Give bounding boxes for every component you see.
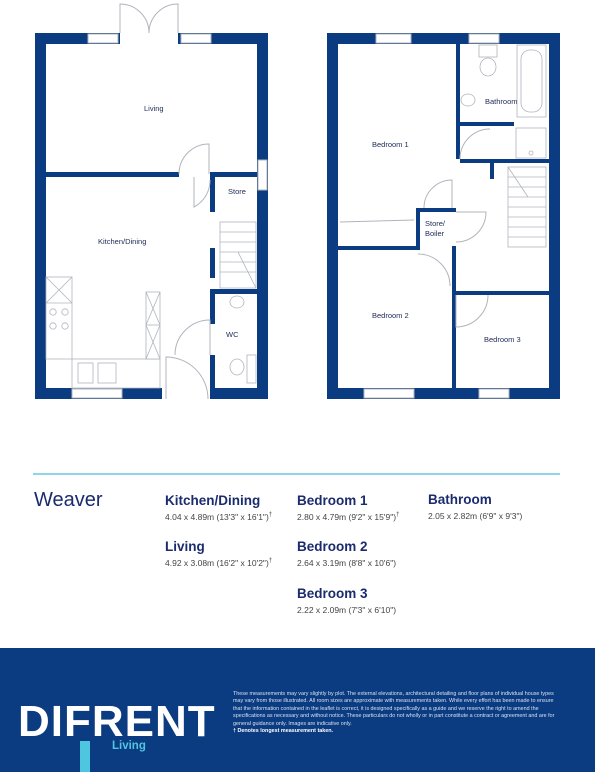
wc-fixtures	[229, 295, 257, 384]
ground-floor-plan: Living Kitchen/Dining Store WC	[35, 3, 268, 400]
room-name: Bedroom 3	[297, 586, 368, 601]
room-spec-bedroom1: Bedroom 1 2.80 x 4.79m (9'2" x 15'9")†	[297, 493, 399, 522]
ground-floor-windows	[71, 33, 268, 399]
footer-band	[0, 648, 595, 772]
room-dimensions: 4.92 x 3.08m (16'2" x 10'2")†	[165, 558, 273, 568]
room-name: Bedroom 2	[297, 539, 368, 554]
floor-plans: Living Kitchen/Dining Store WC	[35, 3, 560, 400]
house-type-name: Weaver	[34, 489, 103, 511]
bathroom-fixtures	[460, 44, 547, 159]
brand-logo: DIFRENT	[18, 697, 216, 746]
store-boiler-label-2: Boiler	[425, 229, 445, 238]
disclaimer-text: These measurements may vary slightly by …	[233, 691, 555, 735]
room-name: Bathroom	[428, 492, 492, 507]
kitchen-units	[45, 276, 161, 389]
room-dimensions: 2.80 x 4.79m (9'2" x 15'9")†	[297, 512, 400, 522]
first-floor-doors	[339, 128, 491, 328]
wc-label: WC	[226, 330, 239, 339]
living-label: Living	[144, 104, 164, 113]
ground-stairs	[219, 221, 257, 289]
room-dimensions: 2.05 x 2.82m (6'9" x 9'3")	[428, 511, 523, 521]
first-floor-stairs	[507, 166, 547, 248]
divider-line	[33, 473, 560, 475]
room-spec-bedroom2: Bedroom 2 2.64 x 3.19m (8'8" x 10'6")	[297, 539, 396, 568]
room-name: Living	[165, 539, 205, 554]
logo-key-icon	[80, 741, 90, 772]
room-dimensions: 4.04 x 4.89m (13'3" x 16'1")†	[165, 512, 273, 522]
first-floor-walls	[327, 33, 560, 399]
room-name: Kitchen/Dining	[165, 493, 261, 508]
room-spec-living: Living 4.92 x 3.08m (16'2" x 10'2")†	[165, 539, 272, 568]
brand-logo-sub: Living	[112, 740, 146, 752]
french-doors	[120, 30, 178, 46]
room-spec-bathroom: Bathroom 2.05 x 2.82m (6'9" x 9'3")	[428, 492, 522, 521]
bedroom1-label: Bedroom 1	[372, 140, 409, 149]
bedroom2-label: Bedroom 2	[372, 311, 409, 320]
first-floor-windows	[363, 33, 510, 399]
store-label: Store	[228, 187, 246, 196]
room-dimensions: 2.22 x 2.09m (7'3" x 6'10")	[297, 605, 397, 615]
bathroom-label: Bathroom	[485, 97, 518, 106]
room-spec-kitchen: Kitchen/Dining 4.04 x 4.89m (13'3" x 16'…	[165, 493, 272, 522]
store-boiler-label-1: Store/	[425, 219, 446, 228]
room-spec-bedroom3: Bedroom 3 2.22 x 2.09m (7'3" x 6'10")	[297, 586, 396, 615]
kitchen-label: Kitchen/Dining	[98, 237, 146, 246]
bedroom3-label: Bedroom 3	[484, 335, 521, 344]
room-name: Bedroom 1	[297, 493, 368, 508]
door-swings	[119, 3, 211, 400]
room-dimensions: 2.64 x 3.19m (8'8" x 10'6")	[297, 558, 397, 568]
first-floor-plan: Bedroom 1 Bathroom Store/ Boiler Bedroom…	[327, 33, 560, 399]
